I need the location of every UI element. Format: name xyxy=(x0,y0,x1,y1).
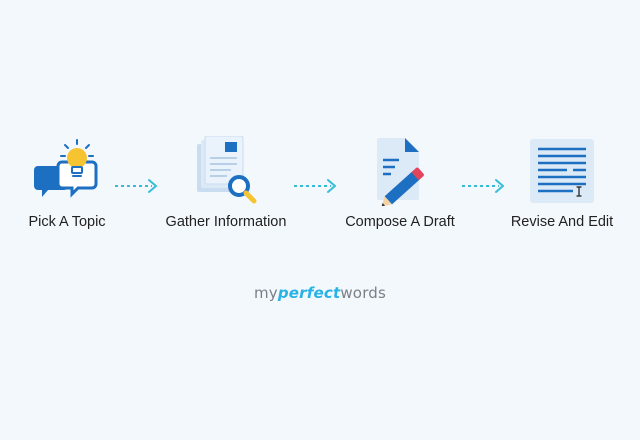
step-label: Revise And Edit xyxy=(510,214,614,230)
chat-bubbles-lightbulb-icon xyxy=(34,139,98,198)
brand-prefix: my xyxy=(253,284,278,302)
document-pencil-icon xyxy=(377,138,424,206)
dotted-arrow-icon xyxy=(115,179,157,193)
step-label: Pick A Topic xyxy=(28,214,106,230)
brand-logo: myperfectwords xyxy=(0,284,640,302)
brand-suffix: words xyxy=(340,284,387,302)
step-pick-a-topic: Pick A Topic xyxy=(0,136,147,230)
text-lines-cursor-icon xyxy=(530,139,594,203)
brand-accent: perfect xyxy=(277,284,341,302)
step-compose-a-draft: Compose A Draft xyxy=(320,136,480,230)
step-label: Compose A Draft xyxy=(345,214,455,230)
documents-magnifier-icon xyxy=(197,136,257,204)
step-label: Gather Information xyxy=(165,214,287,230)
step-gather-information: Gather Information xyxy=(146,136,306,230)
dotted-arrow-icon xyxy=(294,179,336,193)
step-revise-and-edit: Revise And Edit xyxy=(482,136,640,230)
dotted-arrow-icon xyxy=(462,179,504,193)
